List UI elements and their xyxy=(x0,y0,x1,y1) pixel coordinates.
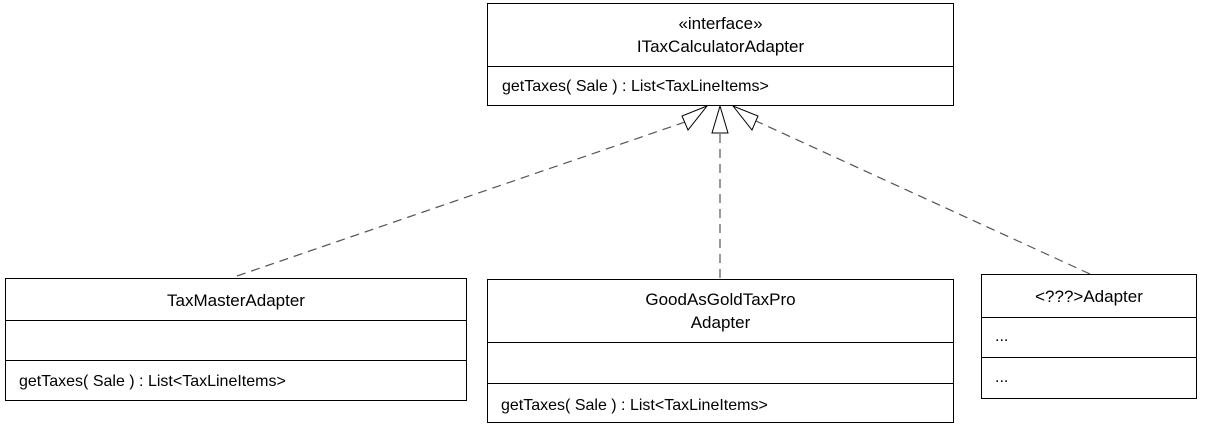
class-name-section: <???>Adapter xyxy=(982,275,1196,317)
class-attributes-section xyxy=(488,342,953,383)
class-name: <???>Adapter xyxy=(1035,287,1143,306)
realization-arrowhead-left-icon xyxy=(681,104,709,131)
interface-operations-section: getTaxes( Sale ) : List<TaxLineItems> xyxy=(488,66,953,105)
interface-name: ITaxCalculatorAdapter xyxy=(636,37,805,56)
class-attributes-section: ... xyxy=(982,317,1196,357)
realization-arrowhead-right-icon xyxy=(731,104,759,131)
interface-operation: getTaxes( Sale ) : List<TaxLineItems> xyxy=(502,78,769,95)
class-box-goodasgold: GoodAsGoldTaxPro Adapter getTaxes( Sale … xyxy=(487,279,954,423)
class-operations-section: getTaxes( Sale ) : List<TaxLineItems> xyxy=(488,383,953,422)
class-name-line-2: Adapter xyxy=(690,313,751,332)
class-name-line-1: GoodAsGoldTaxPro xyxy=(645,290,796,309)
interface-name-section: «interface» ITaxCalculatorAdapter xyxy=(488,4,953,66)
realization-line-taxmaster xyxy=(236,120,689,277)
class-operation: getTaxes( Sale ) : List<TaxLineItems> xyxy=(501,397,768,414)
realization-arrowhead-center-icon xyxy=(711,104,729,134)
interface-box: «interface» ITaxCalculatorAdapter getTax… xyxy=(487,3,954,106)
class-operations-section: ... xyxy=(982,357,1196,398)
class-name-section: GoodAsGoldTaxPro Adapter xyxy=(488,280,953,342)
class-box-taxmaster: TaxMasterAdapter getTaxes( Sale ) : List… xyxy=(5,278,467,401)
class-attributes: ... xyxy=(995,328,1009,345)
class-operations-section: getTaxes( Sale ) : List<TaxLineItems> xyxy=(6,360,466,400)
class-box-unknown-adapter: <???>Adapter ... ... xyxy=(981,274,1197,399)
realization-line-unknown xyxy=(755,120,1091,275)
class-attributes-section xyxy=(6,320,466,360)
interface-stereotype: «interface» xyxy=(678,14,763,33)
class-name: TaxMasterAdapter xyxy=(167,291,305,310)
class-operation: getTaxes( Sale ) : List<TaxLineItems> xyxy=(19,373,286,390)
class-name-section: TaxMasterAdapter xyxy=(6,279,466,320)
class-operation: ... xyxy=(995,369,1009,386)
